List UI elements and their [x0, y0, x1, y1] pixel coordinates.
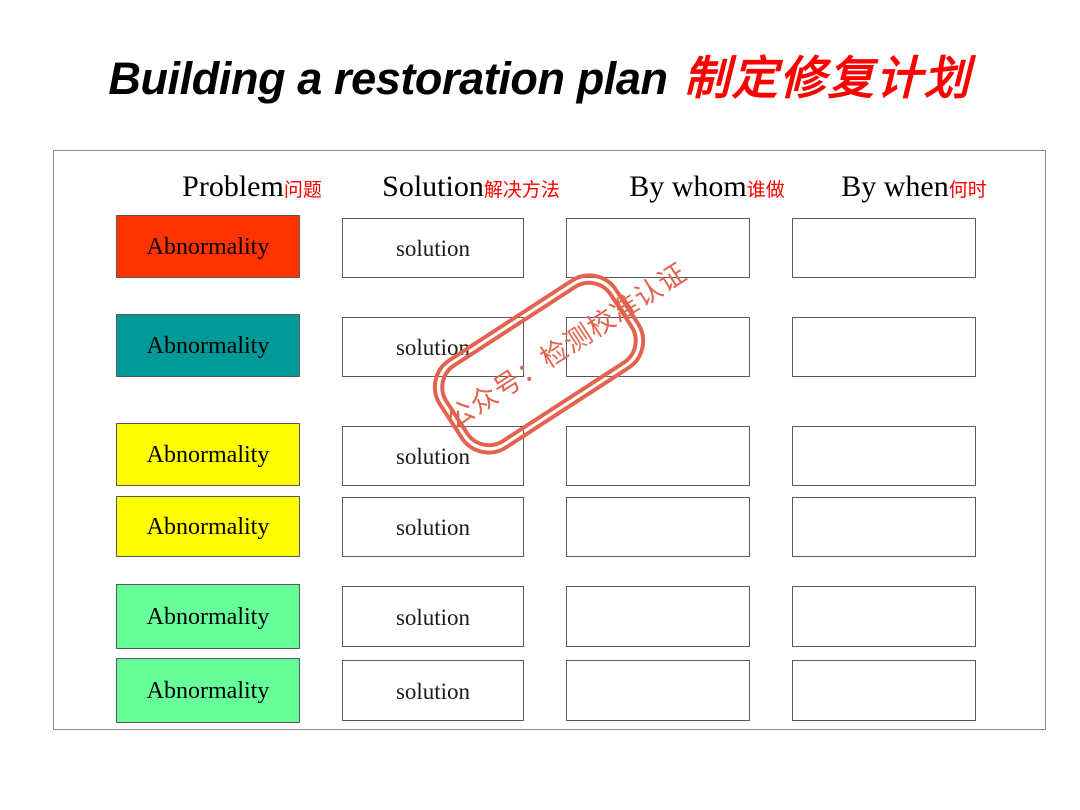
by-when-cell[interactable] [792, 218, 976, 278]
by-whom-cell[interactable] [566, 218, 750, 278]
by-whom-cell[interactable] [566, 497, 750, 557]
column-header-solution-english: Solution [382, 170, 484, 203]
problem-label: Abnormality [146, 442, 270, 468]
table-row: Abnormality solution [54, 423, 1047, 486]
solution-label: solution [395, 236, 471, 261]
problem-label: Abnormality [146, 333, 270, 359]
table-header-row: Problem问题 Solution解决方法 By whom谁做 By when… [54, 165, 1047, 209]
by-whom-cell[interactable] [566, 426, 750, 486]
column-header-problem-english: Problem [182, 170, 284, 203]
solution-label: solution [395, 679, 471, 704]
by-when-cell[interactable] [792, 426, 976, 486]
column-header-by-whom-chinese: 谁做 [746, 180, 785, 201]
column-header-solution: Solution解决方法 [336, 165, 606, 209]
column-header-problem: Problem问题 [132, 165, 372, 209]
page-title: Building a restoration plan 制定修复计划 [0, 56, 1080, 102]
solution-cell[interactable]: solution [342, 426, 524, 486]
column-header-problem-chinese: 问题 [283, 180, 322, 201]
solution-cell[interactable]: solution [342, 497, 524, 557]
table-row: Abnormality solution [54, 658, 1047, 723]
column-header-by-when: By when何时 [794, 165, 1034, 209]
problem-cell[interactable]: Abnormality [116, 584, 300, 649]
solution-cell[interactable]: solution [342, 586, 524, 647]
solution-label: solution [395, 515, 471, 540]
problem-label: Abnormality [146, 604, 270, 630]
table-row: Abnormality solution [54, 496, 1047, 557]
by-whom-cell[interactable] [566, 660, 750, 721]
problem-label: Abnormality [146, 234, 270, 260]
problem-cell[interactable]: Abnormality [116, 314, 300, 377]
restoration-plan-table: Problem问题 Solution解决方法 By whom谁做 By when… [53, 150, 1046, 730]
column-header-by-when-english: By when [841, 170, 949, 203]
table-row: Abnormality solution [54, 314, 1047, 377]
solution-label: solution [395, 605, 471, 630]
by-when-cell[interactable] [792, 317, 976, 377]
solution-label: solution [395, 335, 471, 360]
problem-cell[interactable]: Abnormality [116, 496, 300, 557]
by-when-cell[interactable] [792, 586, 976, 647]
column-header-solution-chinese: 解决方法 [483, 180, 560, 201]
by-when-cell[interactable] [792, 660, 976, 721]
by-whom-cell[interactable] [566, 586, 750, 647]
solution-label: solution [395, 444, 471, 469]
solution-cell[interactable]: solution [342, 317, 524, 377]
column-header-by-whom: By whom谁做 [602, 165, 812, 209]
column-header-by-whom-english: By whom [629, 170, 747, 203]
column-header-by-when-chinese: 何时 [948, 180, 987, 201]
table-row: Abnormality solution [54, 584, 1047, 649]
solution-cell[interactable]: solution [342, 218, 524, 278]
by-when-cell[interactable] [792, 497, 976, 557]
problem-cell[interactable]: Abnormality [116, 423, 300, 486]
page-title-chinese: 制定修复计划 [683, 53, 972, 104]
problem-label: Abnormality [146, 514, 270, 540]
problem-cell[interactable]: Abnormality [116, 658, 300, 723]
problem-cell[interactable]: Abnormality [116, 215, 300, 278]
page-title-english: Building a restoration plan [108, 53, 668, 104]
by-whom-cell[interactable] [566, 317, 750, 377]
solution-cell[interactable]: solution [342, 660, 524, 721]
problem-label: Abnormality [146, 678, 270, 704]
table-row: Abnormality solution [54, 215, 1047, 278]
